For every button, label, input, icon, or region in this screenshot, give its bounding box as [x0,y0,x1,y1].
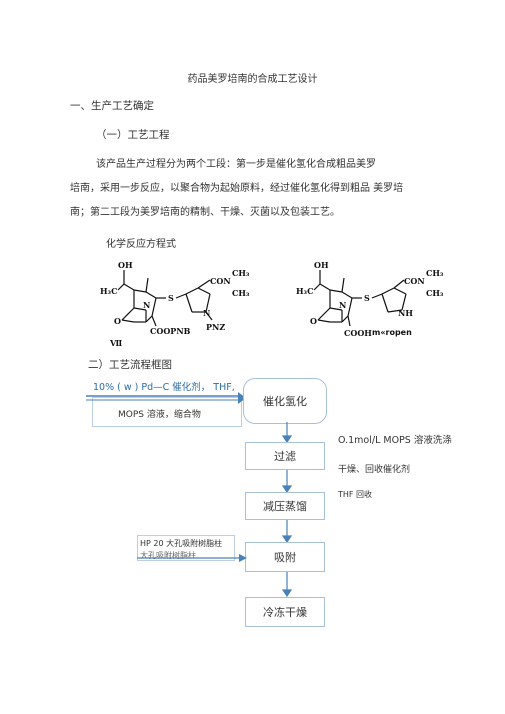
step-adsorption: 吸附 [245,542,325,572]
step-freeze-drying: 冷冻干燥 [245,597,325,627]
h3c-label: H₃C [100,286,117,296]
step-filtration: 过滤 [245,442,325,470]
amide-label: CON [404,276,425,286]
input-materials-line-2: MOPS 溶液，缩合物 [118,410,201,420]
methyl-bottom-label: CH₃ [426,288,444,298]
subsection-heading: （一）工艺工程 [96,129,170,141]
paragraph-line-3: 南；第二工段为美罗培南的精制、干燥、灭菌以及包装工艺。 [70,207,340,218]
step-catalytic-hydrogenation: 催化氢化 [243,378,327,424]
ester-label: COOPNB [150,326,191,336]
resin-line-1: HP 20 大孔吸附树脂柱 [140,539,223,548]
pyrrolidine-n-label: N [203,308,210,318]
input-materials-box [92,397,242,427]
structure-vii: OH H₃C O N S CON CH₃ CH₃ COOPNB N PNZ Ⅶ [100,260,250,348]
note-mops-wash: O.1mol/L MOPS 溶液洗涤 [338,435,452,446]
methyl-top-label: CH₃ [426,268,444,278]
note-catalyst-recovery: 干燥、回收催化剂 [338,465,411,475]
methyl-top-label: CH₃ [232,268,250,278]
sulfur-label: S [168,293,174,303]
resin-line-2: 大孔吸附树脂柱 [140,551,196,560]
h3c-label: H₃C [296,286,313,296]
input-arrow [86,392,246,404]
acid-label: COOH [344,328,372,338]
methyl-bottom-label: CH₃ [232,288,250,298]
flowchart-heading: 二）工艺流程框图 [88,359,172,371]
flow-arrows [281,422,293,598]
resin-box [137,535,235,561]
section-heading: 一、生产工艺确定 [70,100,154,112]
paragraph-line-2: 培南，采用一步反应，以聚合物为起始原料，经过催化氢化得到粗品 美罗培 [70,183,404,194]
compound-number: Ⅶ [109,338,122,348]
resin-arrow [137,554,247,562]
nh-label: NH [398,308,413,318]
oh-label: OH [314,260,329,270]
paragraph-line-1: 该产品生产过程分为两个工段：第一步是催化氢化合成粗品美罗 [96,159,376,170]
input-materials-line-1: 10% ( w ) Pd—C 催化剂， THF, [93,382,235,393]
ring-n-label: N [143,300,150,310]
carbonyl-o-label: O [310,316,317,326]
ring-n-label: N [339,300,346,310]
amide-label: CON [210,276,231,286]
note-thf-recovery: THF 回收 [338,490,373,499]
step-vacuum-distillation: 减压蒸馏 [245,492,325,520]
carbonyl-o-label: O [114,316,121,326]
pnz-label: PNZ [206,322,225,332]
reaction-heading: 化学反应方程式 [106,239,176,250]
sulfur-label: S [364,293,370,303]
structure-meropenem: OH H₃C O N S CON CH₃ CH₃ COOH NH m«ropen [296,260,444,338]
document-title: 药品美罗培南的合成工艺设计 [187,74,318,85]
oh-label: OH [118,260,133,270]
compound-name: m«ropen [372,328,412,337]
